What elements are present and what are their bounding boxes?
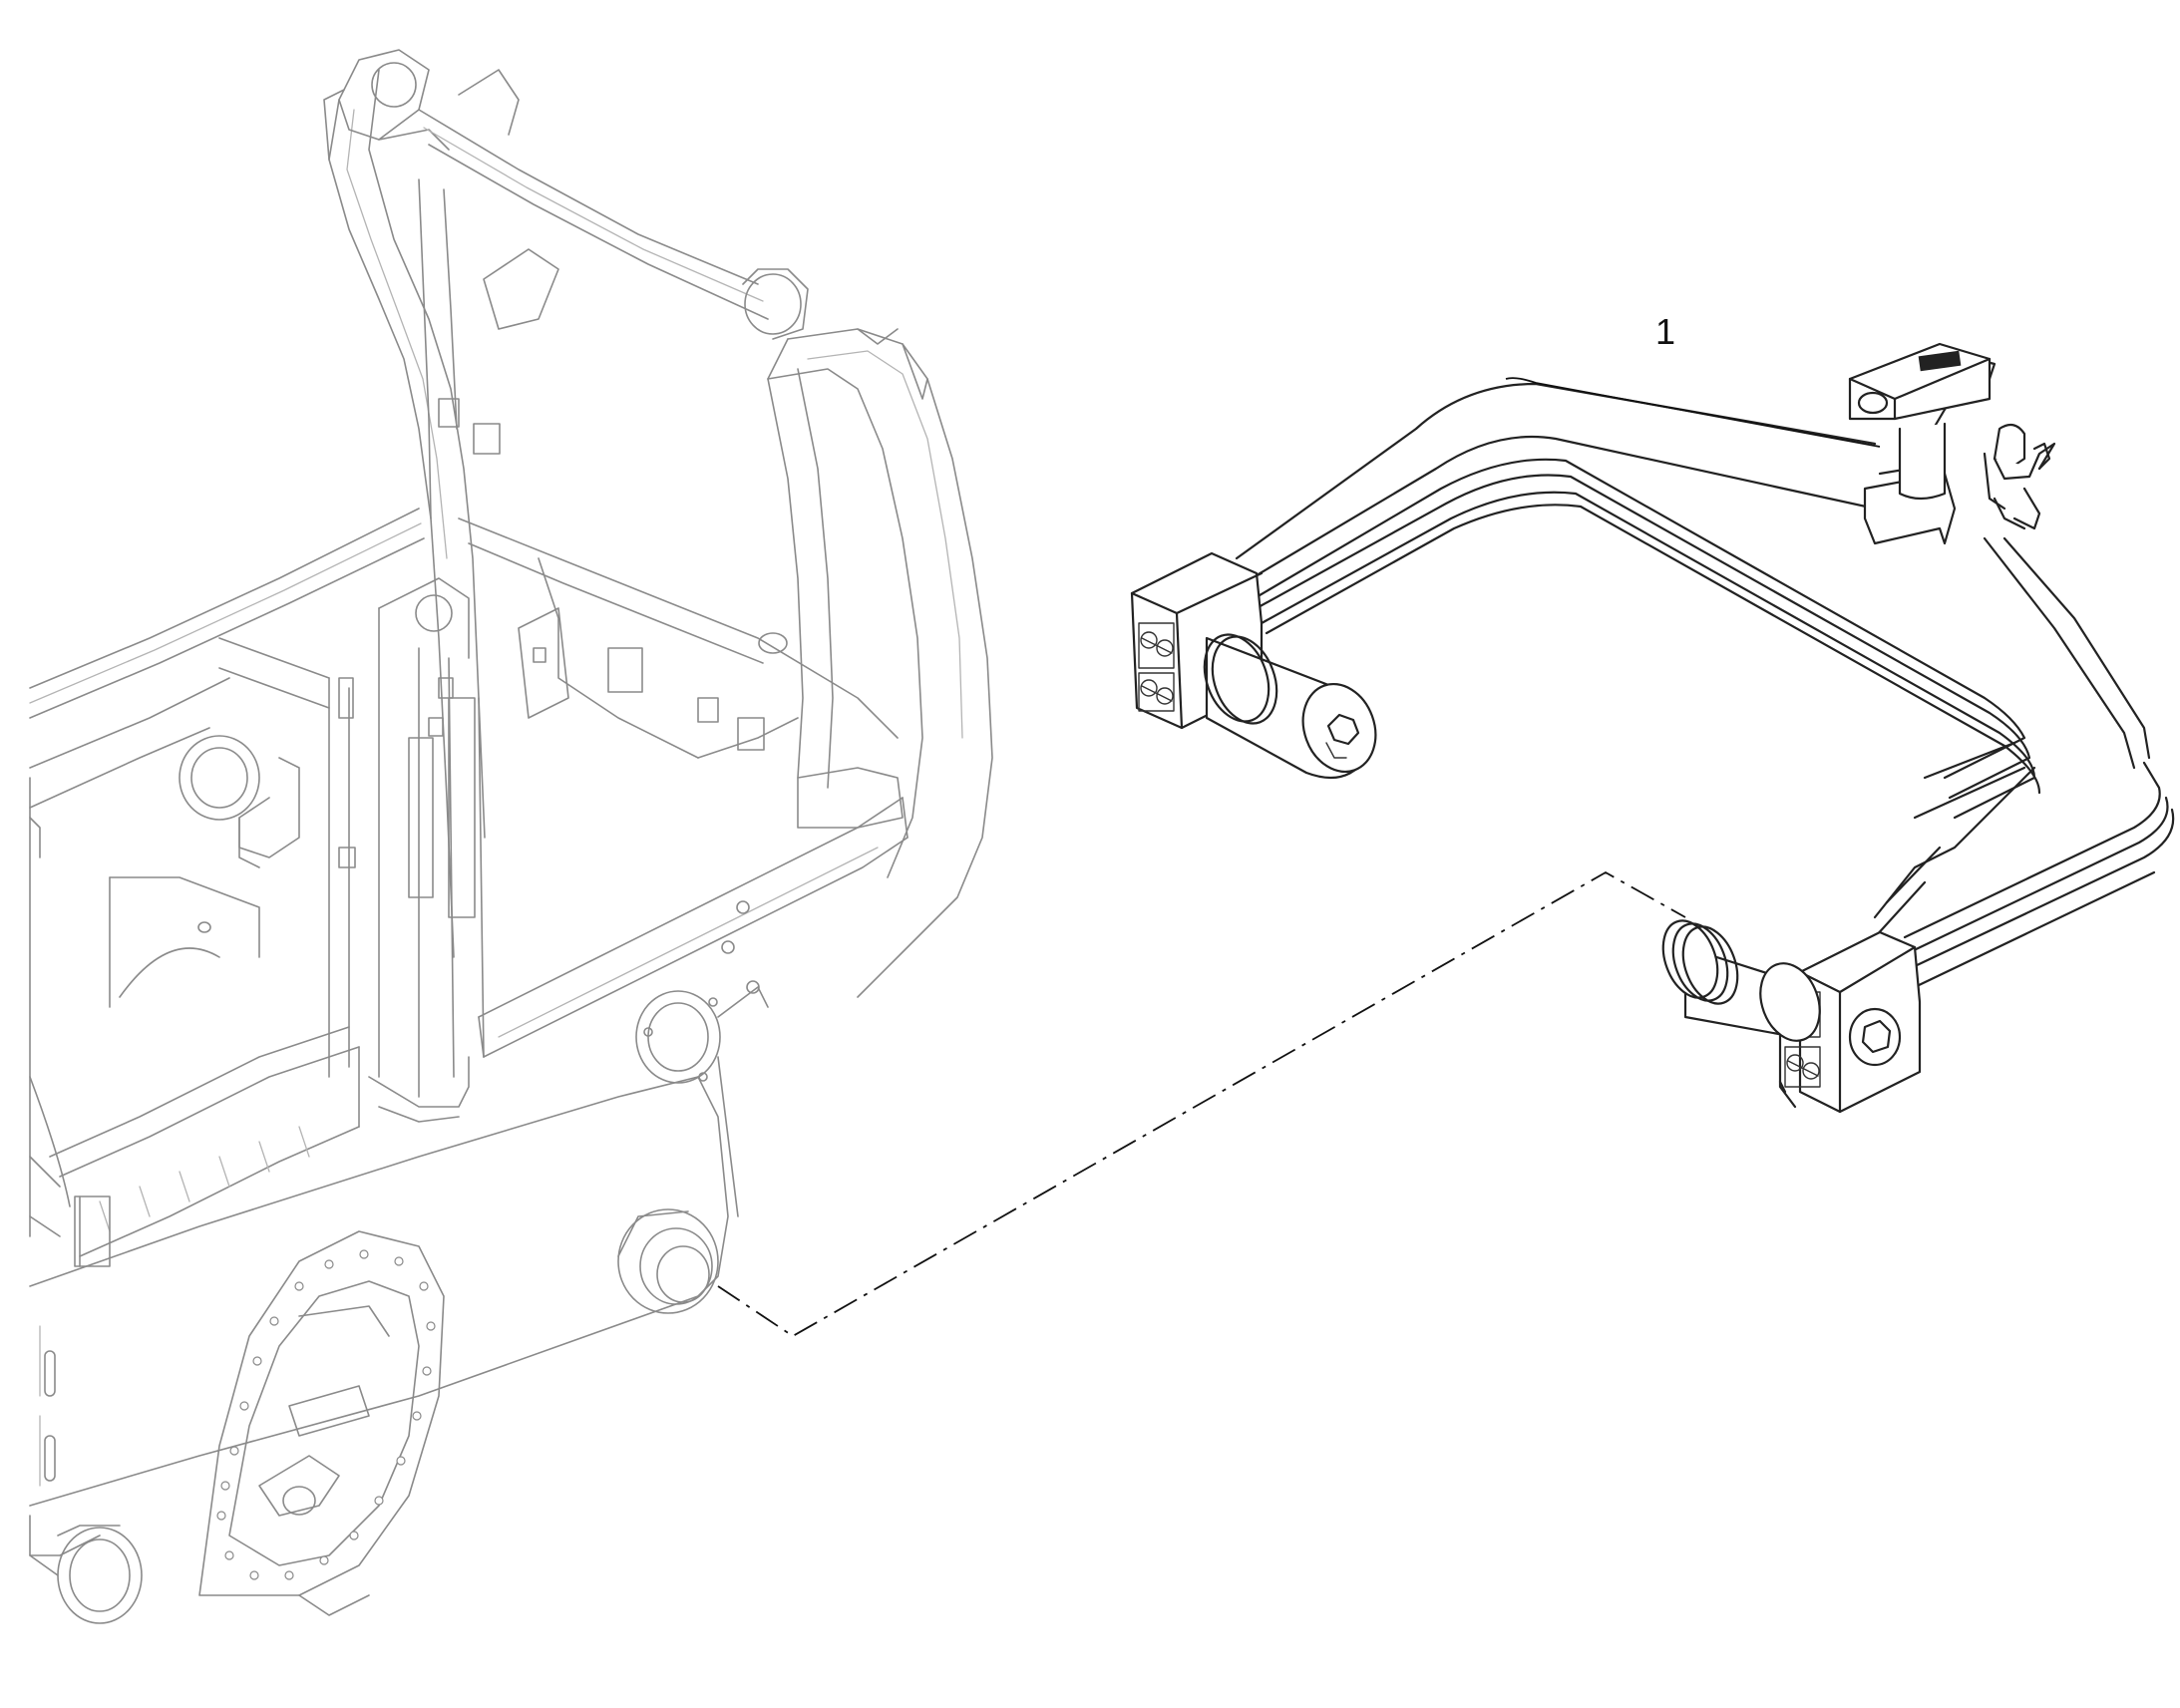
- lower-left-round-port: [29, 1525, 143, 1624]
- inner-front-post: [767, 368, 904, 829]
- axle-mount-plate: [198, 1230, 445, 1616]
- callout-leader-line: [1505, 377, 1881, 448]
- frame-tabs: [338, 647, 750, 954]
- left-pivot-pin: [1203, 633, 1377, 780]
- steering-column: [368, 577, 485, 1123]
- left-inner-bracket: [179, 637, 354, 1078]
- right-pivot-pin: [1661, 919, 1821, 1042]
- assembly-axis-centerline: [717, 870, 1686, 1338]
- lower-chassis-body: [29, 1056, 739, 1556]
- part-1-yoke-assembly: [1130, 342, 2175, 1114]
- front-curved-upright: [767, 328, 993, 998]
- callout-leader-group: 1: [1505, 311, 1881, 448]
- top-latch-hook: [1848, 342, 2056, 545]
- left-side-rails: [29, 508, 425, 809]
- frame-mounting-bosses: [635, 980, 769, 1084]
- top-cross-beam: [418, 69, 809, 340]
- cab-floor-platform: [458, 517, 899, 759]
- yoke-main-bar: [1235, 382, 2175, 989]
- machine-frame: [29, 49, 993, 1624]
- rear-inner-post: [418, 178, 559, 519]
- callout-label-1: 1: [1655, 311, 1675, 352]
- front-bumper-beam: [478, 797, 908, 1058]
- pivot-boss: [617, 1208, 719, 1314]
- axle-plate-bolt-holes: [216, 1249, 436, 1580]
- rear-mast-upright: [323, 49, 486, 958]
- lower-left-recess: [49, 876, 360, 1267]
- left-side-panel: [29, 777, 71, 1237]
